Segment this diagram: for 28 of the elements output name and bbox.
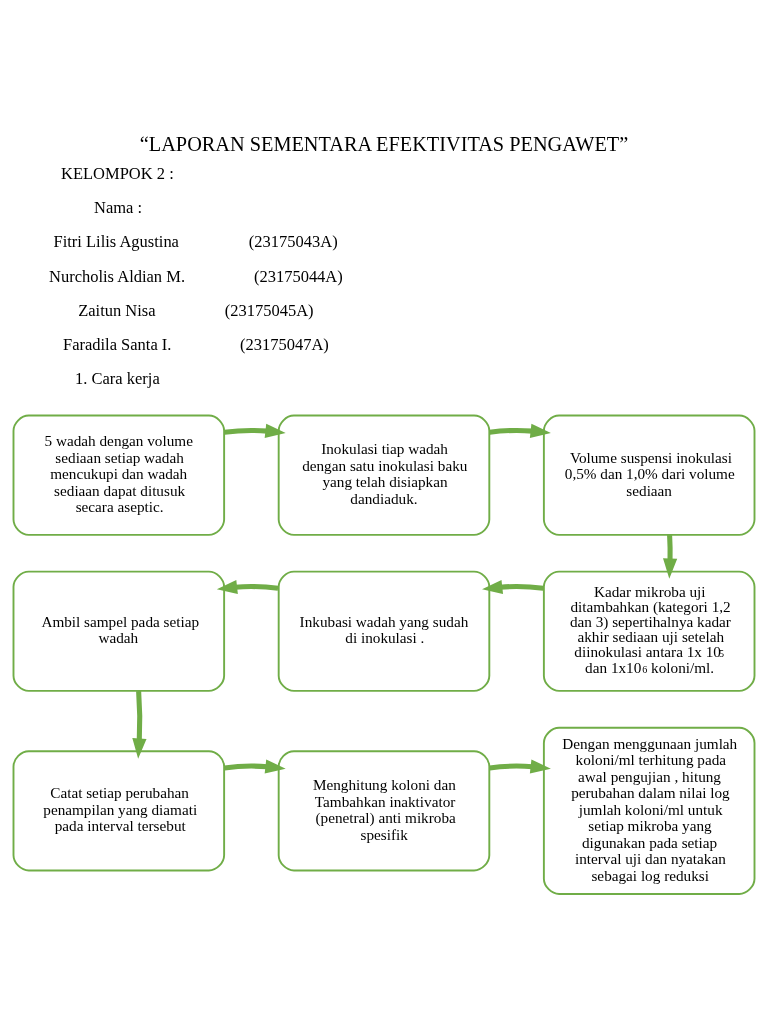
arrow: [489, 759, 551, 774]
arrow: [663, 534, 678, 579]
label: Nama :: [94, 198, 143, 218]
arrow: [482, 579, 544, 595]
arrow: [224, 423, 286, 438]
label: (23175044A): [253, 266, 343, 286]
label: Fitri Lilis Agustina: [53, 232, 179, 252]
arrow: [216, 579, 279, 595]
label: 1. Cara kerja: [75, 369, 160, 389]
node-box: 5 wadah dengan volume sediaan setiap wadah mencukupi dan wadah sediaan dapat ditusuk secara aseptic.: [12, 414, 226, 536]
diagram-title: “LAPORAN SEMENTARA EFEKTIVITAS PENGAWET”: [139, 133, 629, 156]
node-box: Menghitung koloni dan Tambahkan inaktivator (penetral) anti mikroba spesifik: [277, 750, 491, 872]
node-box: Ambil sampel pada setiap wadah: [12, 570, 226, 692]
arrow: [132, 690, 147, 759]
node-box: Inkubasi wadah yang sudah di inokulasi .: [277, 570, 491, 692]
node-box: Catat setiap perubahan penampilan yang diamati pada interval tersebut: [12, 750, 226, 872]
label: (23175045A): [224, 300, 314, 320]
label: (23175043A): [248, 232, 338, 252]
node-box: Dengan menggunaan jumlah koloni/ml terhitung pada awal pengujian , hitung perubahan dalam nilai log jumlah koloni/ml untuk setiap mikroba yang digunakan pada setiap interval uji dan nyatakan sebagai log reduksi: [542, 726, 756, 895]
node-box: Volume suspensi inokulasi 0,5% dan 1,0% dari volume sediaan: [542, 414, 756, 536]
label: (23175047A): [239, 335, 329, 355]
arrow: [489, 423, 551, 438]
arrow: [224, 759, 286, 774]
node-box: Inokulasi tiap wadah dengan satu inokulasi baku yang telah disiapkan dandiaduk.: [277, 414, 491, 536]
label: Faradila Santa I.: [62, 335, 172, 355]
label: Nurcholis Aldian M.: [49, 266, 186, 286]
label: Zaitun Nisa: [78, 300, 156, 320]
label: KELOMPOK 2 :: [61, 163, 174, 183]
